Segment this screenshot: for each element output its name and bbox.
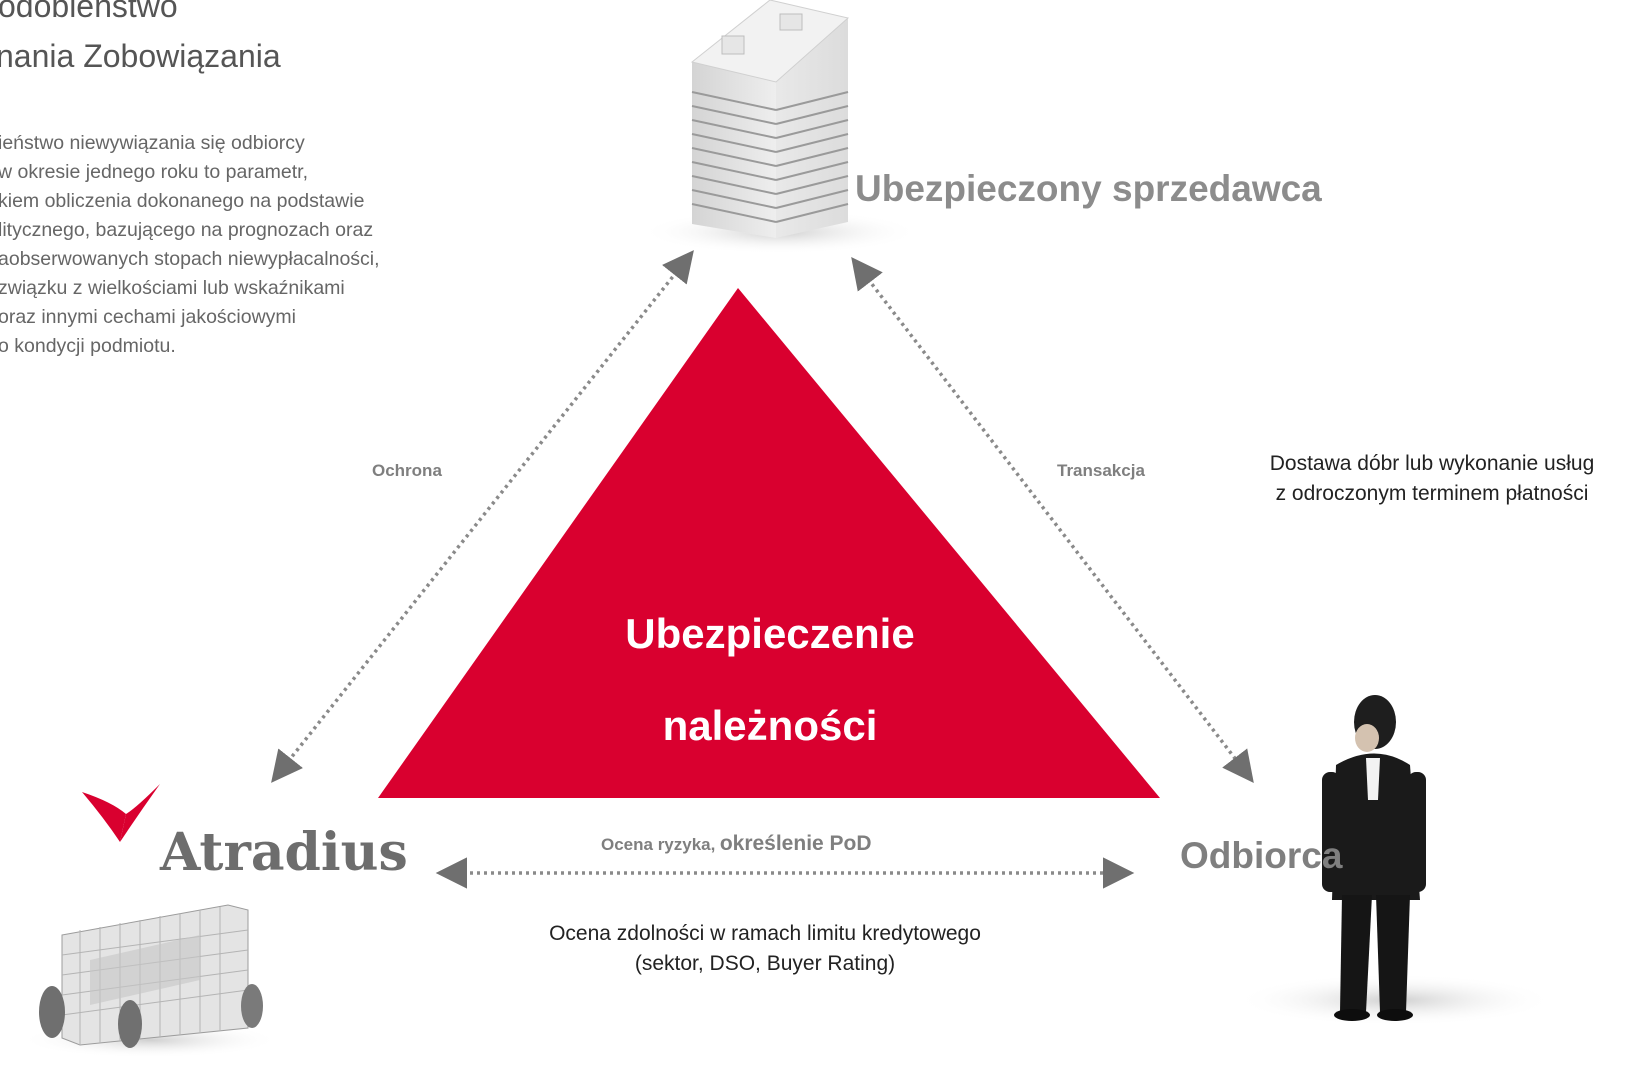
- risk-note-line-2: (sektor, DSO, Buyer Rating): [634, 952, 896, 975]
- description-line: ieństwo niewywiązania się odbiorcy: [0, 132, 305, 154]
- triangle-title-line-2: należności: [662, 702, 878, 749]
- seller-label: Ubezpieczony sprzedawca: [855, 168, 1322, 209]
- transaction-note: Dostawa dóbr lub wykonanie usług z odroc…: [1212, 449, 1650, 509]
- buyer-label: Odbiorca: [1180, 835, 1343, 876]
- risk-assessment-suffix: określenie PoD: [719, 832, 872, 855]
- risk-note: Ocena zdolności w ramach limitu kredytow…: [455, 919, 1075, 979]
- description-line: litycznego, bazującego na prognozach ora…: [0, 219, 374, 241]
- transaction-label: Transakcja: [1057, 461, 1145, 480]
- description-line: związku z wielkościami lub wskaźnikami: [0, 277, 345, 299]
- office-building-icon: [640, 0, 920, 254]
- glass-office-icon: [20, 904, 280, 1058]
- description-line: w okresie jednego roku to parametr,: [0, 161, 309, 183]
- description-line: kiem obliczenia dokonanego na podstawie: [0, 190, 365, 212]
- risk-assessment-prefix: Ocena ryzyka,: [601, 835, 716, 854]
- atradius-logo-icon: [82, 784, 160, 842]
- triangle-title-line-1: Ubezpieczenie: [625, 610, 915, 657]
- transaction-note-line-2: z odroczonym terminem płatności: [1275, 482, 1589, 505]
- transaction-note-line-1: Dostawa dóbr lub wykonanie usług: [1269, 452, 1595, 475]
- page-title-line-2: nania Zobowiązania: [0, 38, 281, 74]
- description-line: o kondycji podmiotu.: [0, 335, 176, 357]
- risk-assessment-label: Ocena ryzyka, określenie PoD: [601, 832, 872, 856]
- description-line: oraz innymi cechami jakościowymi: [0, 306, 297, 328]
- transaction-arrow: [851, 256, 1254, 784]
- protection-label: Ochrona: [372, 461, 442, 480]
- risk-note-line-1: Ocena zdolności w ramach limitu kredytow…: [549, 922, 981, 945]
- businessman-figure-icon: [1235, 695, 1555, 1026]
- atradius-logo-text: Atradius: [160, 822, 408, 883]
- page-title-line-1: odobieństwo: [0, 0, 178, 24]
